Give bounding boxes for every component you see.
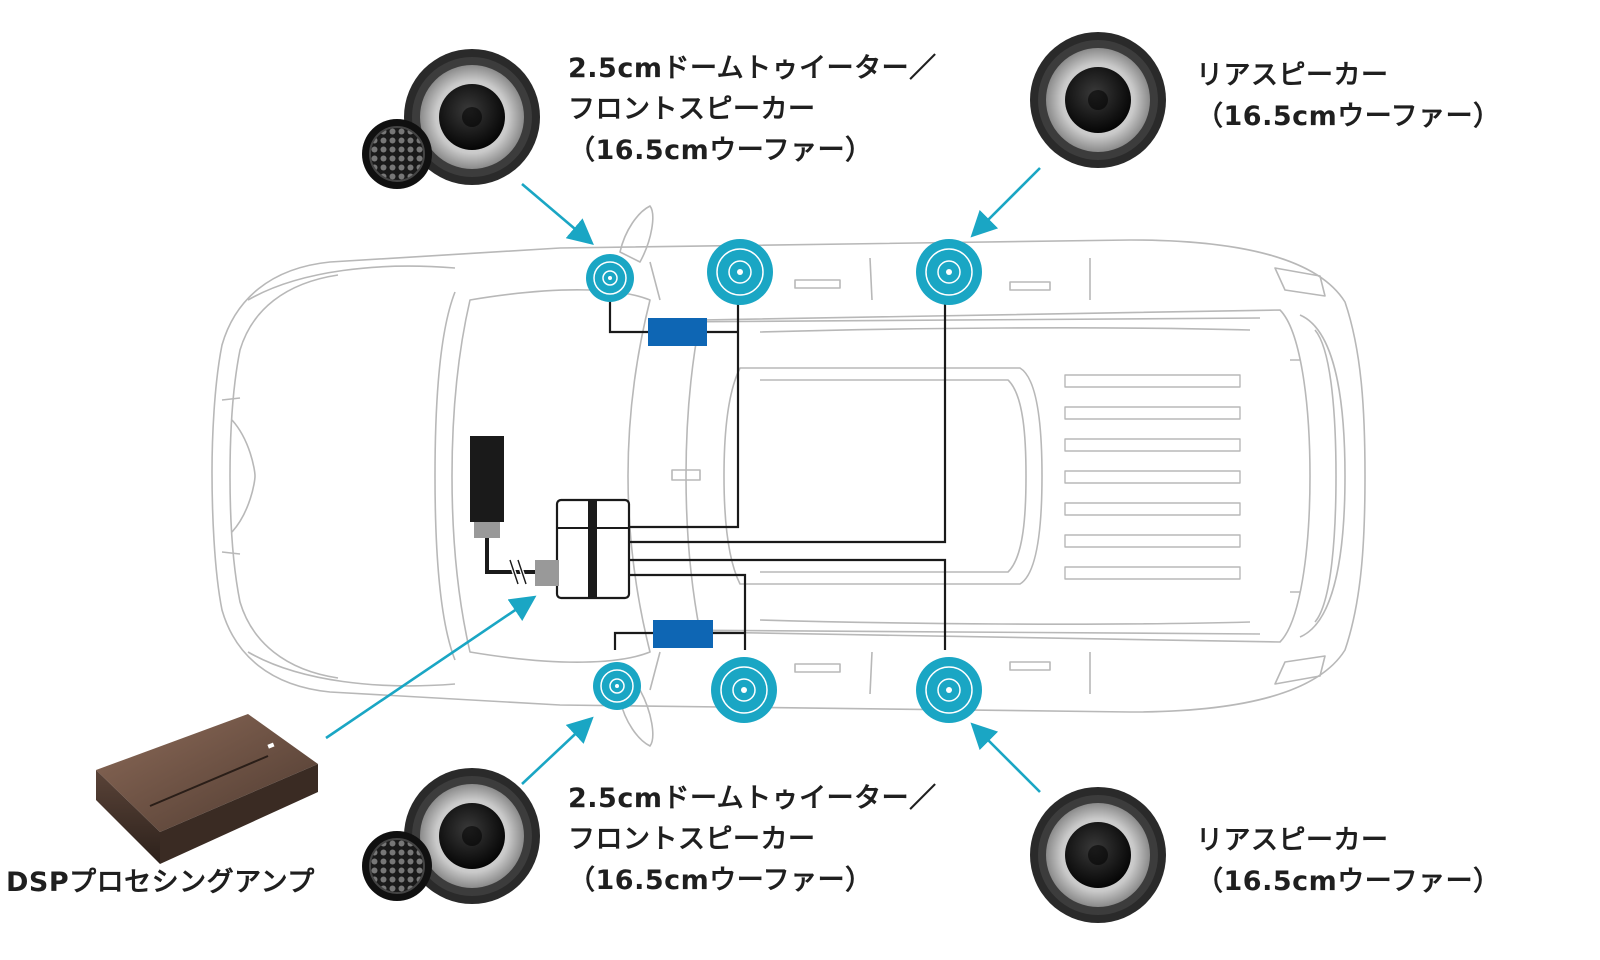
callout-rear-top: リアスピーカー （16.5cmウーファー） xyxy=(1196,55,1501,137)
dsp-amp-icon xyxy=(96,714,318,864)
car-outline xyxy=(211,205,1366,747)
callout-line: フロントスピーカー xyxy=(568,94,816,125)
wiring xyxy=(608,300,947,650)
woofer-rear-bottom-position xyxy=(915,656,983,724)
woofer-rear-top-position xyxy=(915,238,983,306)
callout-line: （16.5cmウーファー） xyxy=(568,865,873,896)
tweeter-icon xyxy=(361,830,433,902)
crossover-front-bottom xyxy=(653,620,713,648)
callout-front-bottom: 2.5cmドームトゥイーター／ フロントスピーカー （16.5cmウーファー） xyxy=(568,778,937,901)
callout-line: （16.5cmウーファー） xyxy=(568,135,873,166)
dsp-amp-label: DSPプロセシングアンプ xyxy=(6,867,315,898)
crossover-front-top xyxy=(648,318,707,346)
arrow-rear-top xyxy=(970,167,1041,238)
front-speaker-set-bottom xyxy=(361,768,540,904)
callout-line: （16.5cmウーファー） xyxy=(1196,866,1501,897)
tweeter-front-bottom-position xyxy=(592,661,642,711)
callout-arrows xyxy=(325,167,1041,793)
callout-line: リアスピーカー xyxy=(1196,825,1389,856)
dsp-amp-in-car xyxy=(555,498,631,600)
callout-line: 2.5cmドームトゥイーター／ xyxy=(568,53,937,84)
callout-line: 2.5cmドームトゥイーター／ xyxy=(568,783,937,814)
arrow-front-top xyxy=(521,183,594,246)
woofer-front-bottom-position xyxy=(710,656,778,724)
front-speaker-set-top xyxy=(361,49,540,190)
callout-line: リアスピーカー xyxy=(1196,60,1389,91)
arrow-front-bottom xyxy=(521,716,594,785)
wire-harness-icon xyxy=(470,436,559,586)
woofer-icon xyxy=(1030,32,1166,168)
callout-line: （16.5cmウーファー） xyxy=(1196,101,1501,132)
callout-rear-bottom: リアスピーカー （16.5cmウーファー） xyxy=(1196,820,1501,902)
callout-line: フロントスピーカー xyxy=(568,824,816,855)
tweeter-icon xyxy=(361,118,433,190)
woofer-front-top-position xyxy=(706,238,774,306)
arrow-rear-bottom xyxy=(970,722,1041,793)
arrow-dsp-amp xyxy=(325,595,537,740)
tweeter-front-top-position xyxy=(585,253,635,303)
woofer-icon xyxy=(1030,787,1166,923)
callout-front-top: 2.5cmドームトゥイーター／ フロントスピーカー （16.5cmウーファー） xyxy=(568,48,937,171)
